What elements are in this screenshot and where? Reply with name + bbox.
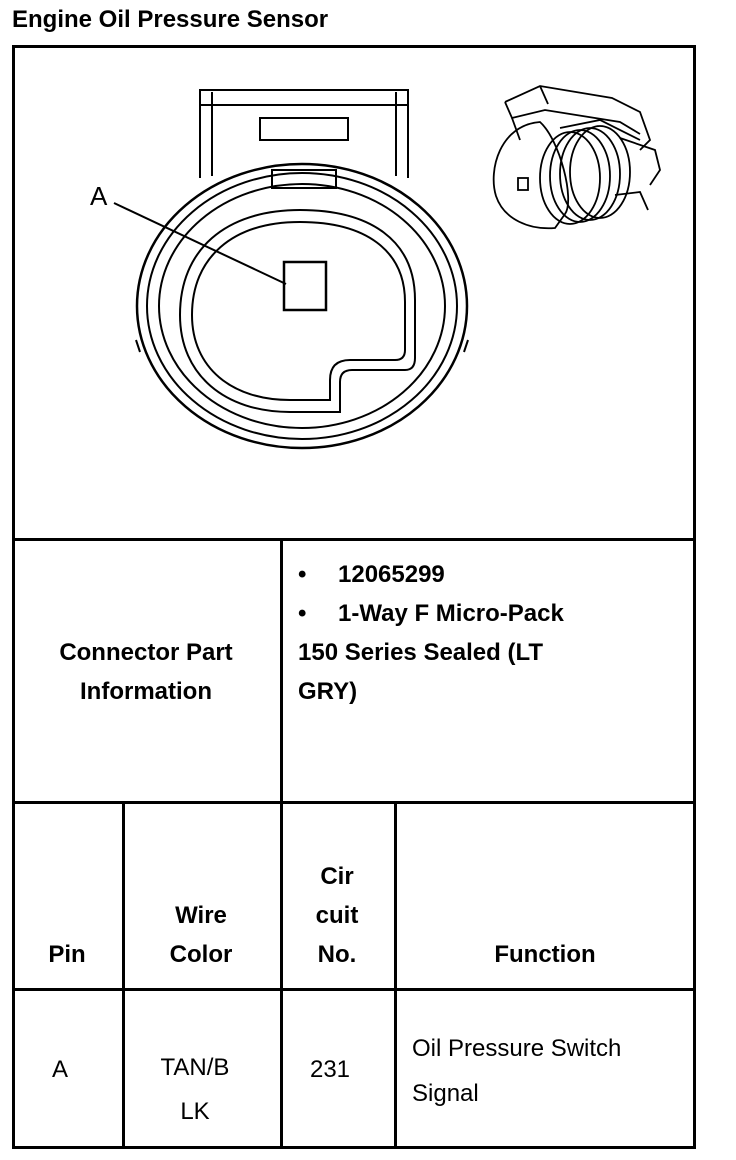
divider-pin-column	[122, 801, 125, 1149]
header-circuit-number: Cir cuit No.	[280, 857, 394, 974]
divider-diagram-bottom	[12, 538, 696, 541]
callout-label-a: A	[90, 181, 108, 211]
part-number: 12065299	[338, 561, 445, 588]
description-item: • 1-Way F Micro-Pack	[298, 594, 564, 633]
row-pin: A	[51, 1056, 68, 1083]
callout-leader	[113, 202, 287, 285]
latch-housing	[199, 89, 409, 178]
divider-circuit-column	[394, 801, 397, 1149]
connector-face-diagram: A	[90, 85, 661, 450]
divider-info-column	[280, 538, 283, 804]
header-circuit-line1: Cir	[320, 863, 354, 890]
side-nub-left	[135, 339, 141, 353]
divider-header-bottom	[12, 988, 696, 991]
divider-info-bottom	[12, 801, 696, 804]
header-function: Function	[494, 941, 596, 968]
connector-iso-view	[492, 85, 661, 230]
description-line1: 1-Way F Micro-Pack	[338, 600, 564, 627]
header-wire-color: Wire Color	[122, 896, 280, 974]
header-circuit-line2: cuit	[315, 902, 359, 929]
header-wire-color-line1: Wire	[175, 902, 227, 929]
row-wire-color-line2: LK	[180, 1098, 210, 1125]
latch-tab	[271, 169, 337, 189]
header-circuit-line3: No.	[317, 941, 357, 968]
side-nub-right	[463, 339, 469, 353]
description-continuation: 150 Series Sealed (LT GRY)	[298, 633, 543, 711]
seal-ring	[158, 183, 446, 429]
description-line2: 150 Series Sealed (LT	[298, 639, 544, 666]
row-wire-color-line1: TAN/B	[160, 1054, 230, 1081]
bullet-icon: •	[298, 561, 307, 588]
page-title: Engine Oil Pressure Sensor	[12, 6, 329, 33]
row-circuit: 231	[309, 1056, 351, 1083]
description-line3: GRY)	[298, 678, 358, 705]
row-function-line2: Signal	[412, 1080, 479, 1107]
connector-table-frame	[12, 45, 696, 1149]
connector-info-label: Connector Part Information	[12, 633, 280, 711]
row-function-line1: Oil Pressure Switch	[412, 1035, 622, 1062]
part-number-item: • 12065299	[298, 555, 445, 594]
latch-window	[259, 117, 349, 141]
keyed-cavity-inner	[190, 220, 406, 401]
header-wire-color-line2: Color	[169, 941, 233, 968]
outer-ring	[135, 162, 469, 450]
connector-info-label-line2: Information	[80, 678, 212, 705]
row-wire-color: TAN/B LK	[122, 1046, 268, 1134]
divider-wire-column	[280, 801, 283, 1149]
keyed-cavity	[178, 208, 416, 413]
connector-info-label-line1: Connector Part	[59, 639, 233, 666]
terminal-a	[282, 260, 328, 312]
bullet-icon: •	[298, 600, 307, 627]
outer-ring-inner	[146, 172, 458, 440]
row-function: Oil Pressure Switch Signal	[412, 1026, 692, 1116]
header-pin: Pin	[48, 941, 86, 968]
